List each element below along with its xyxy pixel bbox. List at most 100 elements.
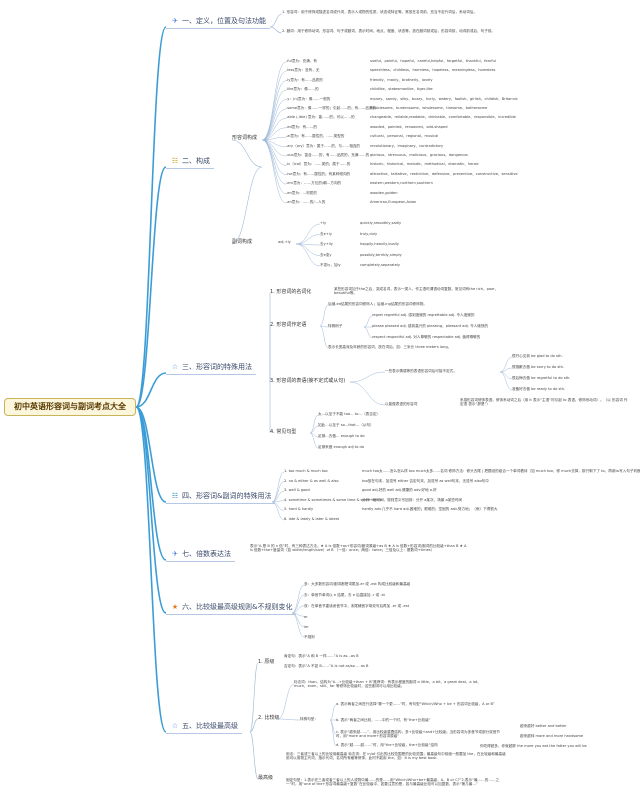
pattern-2: 如此…以至于 so…that…（从句） bbox=[318, 423, 374, 427]
irregular-3: 双：在单音节重读闭音节中，末尾辅音字母双写后再加 -er 或 -est bbox=[304, 604, 410, 608]
adj-adv-pair: 4. sometime & sometimes & some time & so… bbox=[284, 497, 382, 502]
adv-suffix-rule: 去e+ly bbox=[320, 231, 332, 236]
adv-suffix-examples: possibly,terribly,simply bbox=[360, 252, 402, 257]
comparative-right-3: 你吃得越多，你就越胖 the more you eat the fatter y… bbox=[480, 744, 587, 748]
branch-comparison[interactable]: ☆五、比较级最高级 bbox=[166, 721, 242, 734]
branch-definition[interactable]: ✈ 一、定义，位置及句法功能 bbox=[166, 16, 270, 29]
comparative-note: 标志词：than。结构为“A…+比较级+than + B”推荐词：有表示程度的副… bbox=[294, 680, 481, 689]
connector-line bbox=[269, 26, 283, 34]
adj-adv-pair: 1. too much & much too bbox=[284, 469, 328, 473]
connector-line bbox=[261, 89, 287, 141]
branch-adj-adv-usage[interactable]: ☷四、形容词&副词的特殊用法 bbox=[166, 491, 276, 504]
root-title[interactable]: 初中英语形容词与副词考点大全 bbox=[4, 398, 136, 416]
adj-suffix-rule: -ern意为：……方位的/朝…方向的 bbox=[286, 181, 342, 186]
adv-suffix-examples: completely,separately bbox=[360, 263, 401, 267]
adv-suffix-rule: 不变ly，加ly bbox=[320, 263, 341, 267]
connector-line bbox=[135, 406, 167, 733]
connector-line bbox=[135, 26, 167, 408]
irregular-4: er bbox=[304, 615, 308, 619]
pattern-3: 足够…去做… enough to do bbox=[318, 434, 365, 438]
connector-line bbox=[499, 367, 513, 373]
adj-suffix-examples: glorious、strenuous、malicious、gracious、da… bbox=[370, 153, 468, 157]
connector-line bbox=[231, 166, 263, 245]
connector-line bbox=[271, 471, 285, 503]
attributive-pair-3: respect respectful adj. 对人尊敬的 respectabl… bbox=[372, 335, 481, 339]
branch-special-usage[interactable]: ☆三、形容词的特殊用法 bbox=[166, 362, 256, 375]
adv-suffix-examples: truly,duly bbox=[360, 231, 378, 236]
special-attributive[interactable]: 2. 形容词作定语 bbox=[270, 322, 307, 328]
special-predicative[interactable]: 3. 形容词的表语(接不定式或从句) bbox=[270, 378, 346, 384]
superlative-note-1: 用法：三者或三者以上的比较用最高级 标志词：在 in/of 引出的比较范围是的比… bbox=[286, 752, 506, 761]
special-noun[interactable]: 1. 形容词的名词化 bbox=[270, 289, 312, 295]
adj-adv-explanation: much too太……怎么怎么样 too much太多……名词 修饰方法：修头去… bbox=[362, 469, 640, 473]
adj-suffix-examples: troublesome、burdensome、wholesome、tiresom… bbox=[370, 106, 488, 110]
connector-line bbox=[135, 406, 167, 561]
branch-irregular[interactable]: ★六、比较级最高级规则&不规则变化 bbox=[166, 602, 297, 615]
connector-line bbox=[295, 243, 321, 267]
connector-line bbox=[261, 80, 287, 141]
adj-suffix-examples: friendly、manly、brotherly、lovely bbox=[370, 77, 433, 82]
connector-line bbox=[291, 605, 305, 614]
connector-line bbox=[291, 612, 305, 638]
adj-suffix-rule: -ed意为：有……的 bbox=[286, 124, 317, 129]
connector-line bbox=[329, 704, 337, 721]
connector-line bbox=[291, 595, 305, 614]
adj-suffix-rule: -like意为：像……的 bbox=[286, 87, 319, 92]
paper-plane-icon: ✈ bbox=[172, 17, 178, 25]
pattern-4: 足够来做 enough adj to do bbox=[318, 445, 365, 449]
branch-formation[interactable]: ☷二、构成 bbox=[166, 156, 214, 169]
connector-line bbox=[231, 139, 263, 168]
predicative-note-2b: 系感形容词修饰表语。修饰系动词之后（用 it 表示“主语”时引起 to 表语。修… bbox=[460, 398, 628, 407]
adv-suffix-examples: happily,heavily,busily bbox=[360, 242, 399, 246]
comparative-item-d: d. 表示“越……越……”时，用“the+比较级，the+比较级”结构 bbox=[336, 743, 438, 747]
connector-line bbox=[271, 490, 285, 503]
connector-line bbox=[363, 315, 373, 328]
attributive-note: 后缀-ed结尾的形容词修饰人；后缀-ing结尾的形容词修饰物。 bbox=[328, 302, 427, 306]
connector-line bbox=[261, 118, 287, 141]
connector-line bbox=[499, 356, 513, 373]
connector-line bbox=[261, 61, 287, 141]
adv-rule: adj.+ly bbox=[278, 240, 291, 244]
adj-adv-pair: 3. well & good bbox=[284, 488, 310, 493]
star-outline-icon: ☆ bbox=[171, 722, 179, 730]
adj-suffix-rule: -ary（ory）意为：属于……的，与……相连的 bbox=[286, 143, 360, 148]
adj-suffix-rule: -less意为：没有，无 bbox=[286, 68, 320, 73]
adv-formation-label[interactable]: 副词构成 bbox=[232, 239, 253, 245]
branch-comparison-label: 五、比较级最高级 bbox=[182, 722, 238, 730]
adj-adv-pair: 6. late & lately & later & latest bbox=[284, 517, 339, 521]
document-icon: ☷ bbox=[171, 157, 179, 165]
adv-suffix-examples: quickly,smoothly,sadly bbox=[360, 221, 402, 225]
compare-positive-1: 肯定句：表示“A 和 B 一样……”A is as…as B bbox=[284, 654, 359, 658]
connector-line bbox=[309, 432, 319, 449]
branch-multiples-label: 七、倍数表达法 bbox=[182, 550, 231, 558]
superlative-note-2: 固定句型：1.表示在三者或者三者以上的人或物中最……的是……用“Which/Wh… bbox=[286, 778, 500, 787]
branch-definition-label: 一、定义，位置及句法功能 bbox=[182, 17, 266, 25]
adj-formation-label[interactable]: 形容词构成 bbox=[232, 135, 258, 141]
definition-adverb: 2. 副词：用于修饰动词、形容词、句子或副词，表示时间、地点、程度、状态等。放在… bbox=[282, 29, 496, 33]
connector-line bbox=[309, 425, 319, 434]
connector-line bbox=[319, 325, 329, 328]
special-patterns[interactable]: 4. 常见句型 bbox=[270, 429, 297, 435]
star-outline-icon: ☆ bbox=[171, 363, 179, 371]
adj-suffix-examples: changeable、reliable,readable、drinkable、c… bbox=[370, 115, 516, 120]
definition-adjective: 1. 形容词：用于修饰或描述名词或代词，表示人或物的性质、状态或特征等。常放在名… bbox=[282, 10, 478, 14]
adj-adv-explanation: too放在句末，加逗号 either 否定句末，加逗号 as well句末，无逗… bbox=[362, 478, 489, 483]
adj-suffix-examples: attractive、talkative、restrictive、defensi… bbox=[370, 171, 518, 176]
branch-multiples[interactable]: ✈七、倍数表达法 bbox=[166, 549, 235, 562]
irregular-1: 多：大多数形容词/副词都是词尾加-er 或 -est 构成比较级和最高级 bbox=[304, 582, 411, 586]
compare-superlative[interactable]: 最高级 bbox=[258, 775, 274, 781]
adj-adv-explanation: good adj.好的 well adj.健康的 adv.好地 a.好 bbox=[362, 488, 437, 493]
attributive-pair-1: regret regretful adj. 感到遗憾的 regrettable … bbox=[372, 313, 475, 317]
adj-suffix-examples: revolutionary、imaginary、contradictory bbox=[370, 143, 444, 148]
comparative-item-c: c. 表示“越来越……”，用比较级重叠结构，多+比较级+and+比较级；当形容词… bbox=[336, 730, 500, 739]
adj-suffix-rule: -ous意为：富含……的，有……品质的，充满……的 bbox=[286, 153, 370, 157]
list-icon: ☷ bbox=[171, 492, 179, 500]
compare-comparative[interactable]: 2. 比较级 bbox=[258, 715, 280, 721]
connector-line bbox=[349, 371, 386, 383]
adj-suffix-rule: -en意为：…材质的 bbox=[286, 190, 317, 195]
connector-line bbox=[291, 584, 305, 614]
compare-positive[interactable]: 1. 原级 bbox=[258, 659, 275, 665]
irregular-2: 去：单音节单词以 e 结尾，去 e 后直接加 -r 或 -st bbox=[304, 593, 385, 597]
